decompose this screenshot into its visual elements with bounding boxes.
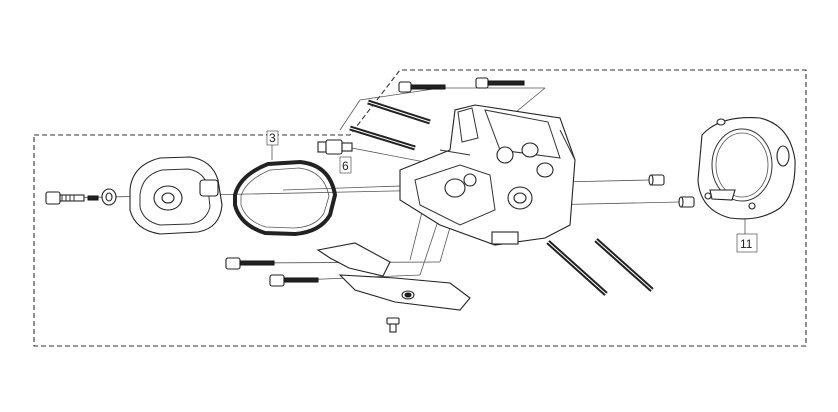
stud-lower-2 xyxy=(594,238,654,292)
spark-plug xyxy=(317,139,353,155)
cylinder-head xyxy=(399,104,576,246)
head-gasket xyxy=(697,117,796,220)
head-bolt-top-1 xyxy=(398,81,446,93)
deflector-plate xyxy=(316,242,471,311)
rocker-cover xyxy=(129,156,223,235)
stud-upper-1 xyxy=(367,99,431,125)
stud-lower-1 xyxy=(546,240,608,296)
cover-gasket xyxy=(233,159,338,237)
dowel-pin-2 xyxy=(678,196,695,208)
bracket-screw xyxy=(386,317,400,333)
callout-6: 6 xyxy=(342,159,349,173)
stud-upper-2 xyxy=(349,125,416,151)
bolt-washer xyxy=(87,188,117,206)
dowel-pin-1 xyxy=(648,174,665,186)
head-bolt-top-2 xyxy=(475,77,525,89)
lower-bolt-2 xyxy=(269,274,319,287)
lower-bolt-1 xyxy=(225,257,275,270)
callout-box-3 xyxy=(266,130,279,146)
rocker-cover-bolt xyxy=(45,191,85,205)
callout-11: 11 xyxy=(740,237,753,251)
callout-box-6 xyxy=(339,156,352,174)
assembly-boundary xyxy=(33,69,807,347)
callout-3: 3 xyxy=(269,131,276,145)
callout-box-11 xyxy=(736,233,758,253)
